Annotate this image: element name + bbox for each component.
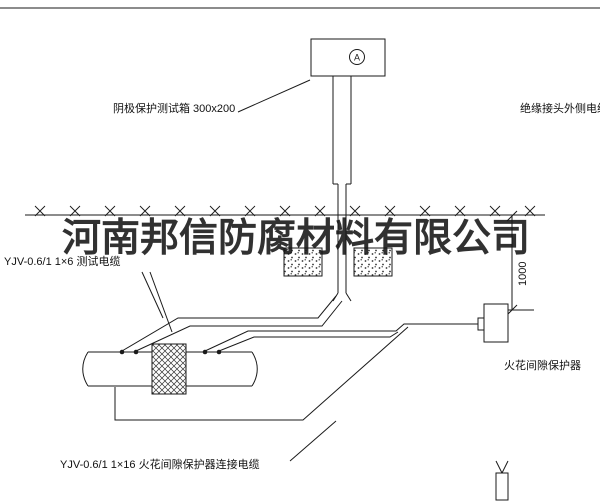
outer-cable-label: 绝缘接头外侧电缆: [520, 103, 600, 115]
leader-test-cable-2: [149, 271, 173, 333]
company-watermark: 河南邦信防腐材料有限公司: [62, 215, 531, 261]
electrode-symbol: [495, 460, 509, 501]
insulated-joint-flange: [151, 343, 187, 395]
ammeter-letter: A: [354, 53, 360, 63]
dimension-value-label: 1000: [517, 261, 529, 286]
leader-test-box: [237, 79, 311, 113]
riser-column: [332, 76, 352, 302]
spark-protector-label: 火花间隙保护器: [504, 360, 581, 372]
leader-test-cable-1: [141, 271, 164, 319]
spark-cable-label: YJV-0.6/1 1×16 火花间隙保护器连接电缆: [60, 459, 260, 471]
foundation-block-left: [283, 247, 323, 277]
test-cable-label: YJV-0.6/1 1×6 测试电缆: [4, 256, 121, 268]
spark-gap-protector: [477, 303, 509, 343]
ammeter-icon: [349, 49, 365, 65]
protector-cable-lines: [114, 323, 478, 421]
test-cable-lines: [121, 295, 343, 352]
leader-lines: [141, 79, 337, 462]
leader-spark-cable: [289, 420, 337, 462]
test-box: [310, 38, 386, 77]
foundation-block-right: [353, 247, 393, 277]
test-box-label: 阴极保护测试箱 300x200: [113, 103, 236, 115]
